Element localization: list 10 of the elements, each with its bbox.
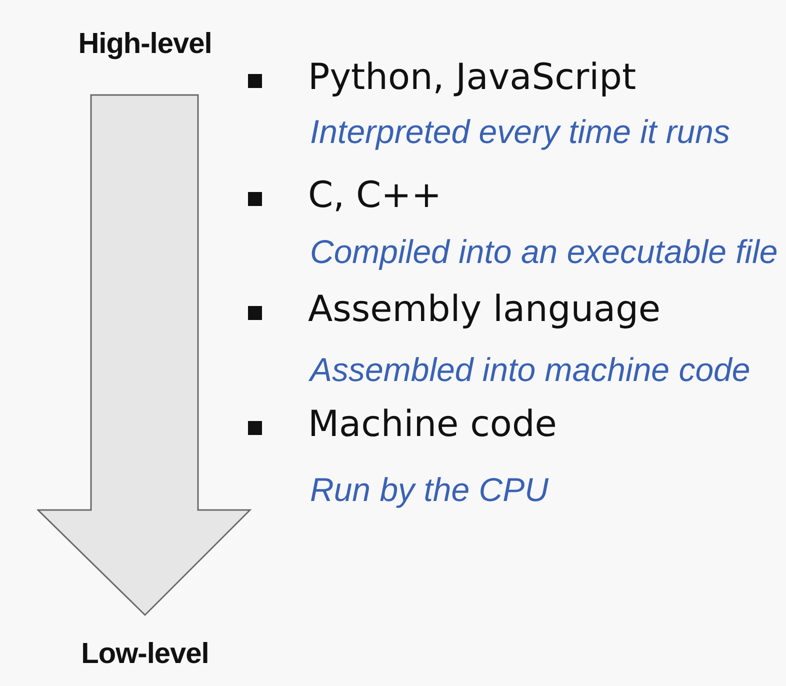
list-item-note: Interpreted every time it runs [310,113,730,151]
level-label: High-level [78,28,212,62]
list-item-note: Compiled into an executable file [310,233,778,271]
list-item-note: Assembled into machine code [310,351,750,389]
list-item-note: Run by the CPU [310,471,548,509]
level-label: Low-level [81,638,209,672]
list-item-text: Python, JavaScript [308,57,636,99]
list-item-text: Machine code [308,404,557,446]
list-item-text: Assembly language [308,289,661,331]
list-item-text: C, C++ [308,175,442,217]
